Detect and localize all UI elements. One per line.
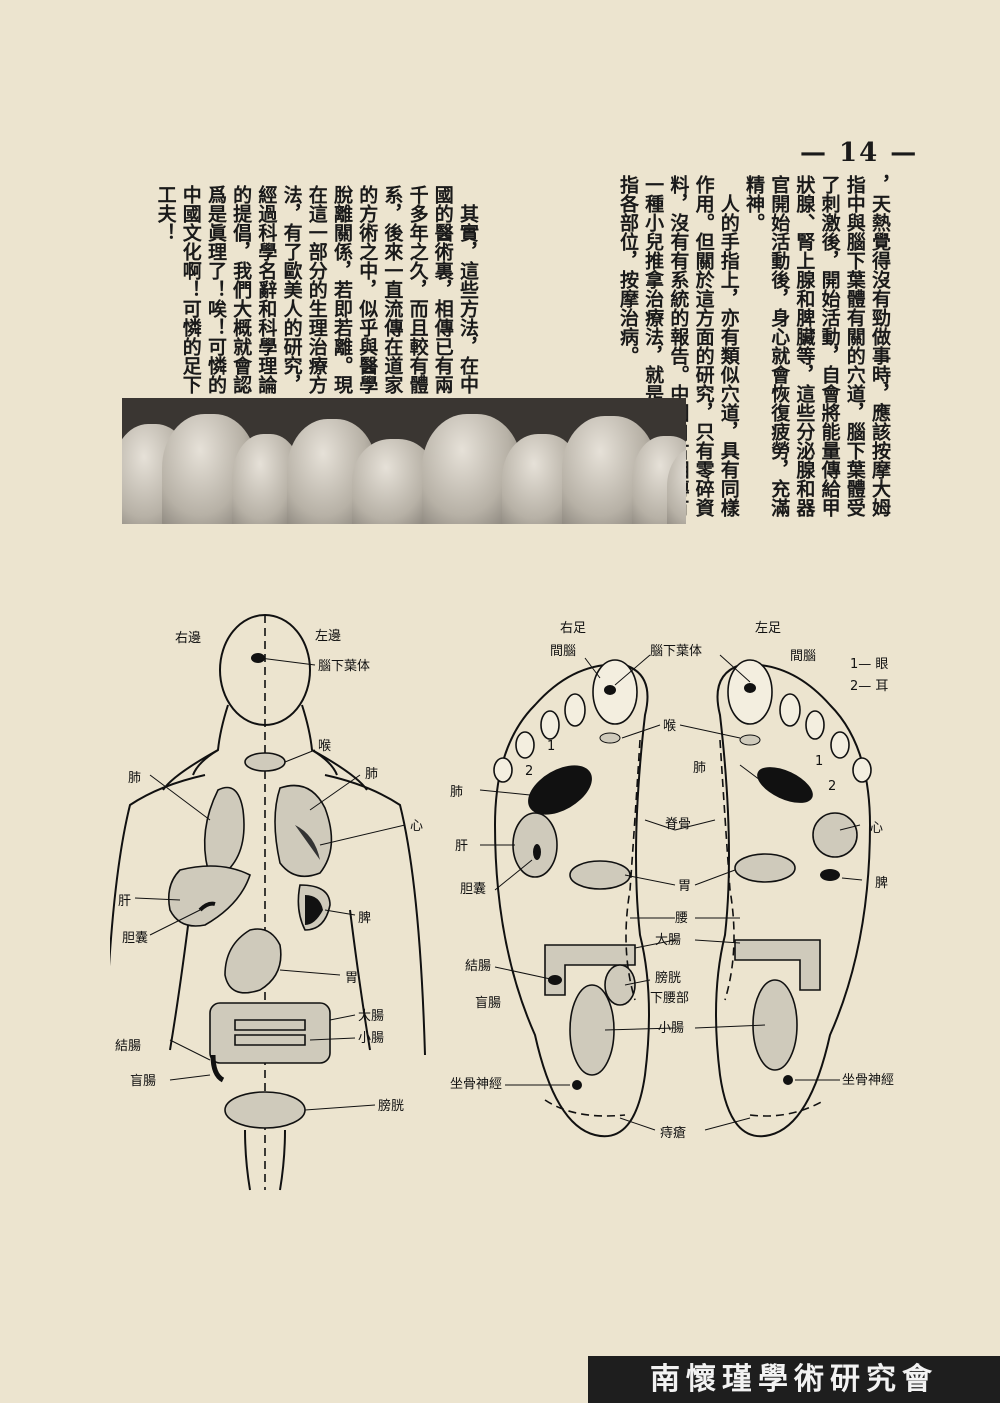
label-liver: 肝 (118, 894, 131, 909)
label-spleen-foot: 脾 (875, 876, 888, 891)
label-cecum-foot: 盲腸 (475, 995, 501, 1011)
photo (122, 398, 686, 524)
label-large-intestine-foot: 大腸 (655, 933, 681, 948)
label-lower-back: 下腰部 (650, 991, 689, 1006)
label-bladder-foot: 膀胱 (655, 970, 681, 986)
label-gallbladder: 胆囊 (122, 930, 148, 946)
label-pituitary: 腦下葉体 (318, 659, 370, 674)
number-eye-right: 1 (547, 739, 555, 754)
label-spine: 脊骨 (665, 817, 691, 832)
label-sciatic-left-foot: 坐骨神經 (842, 1073, 894, 1088)
label-bladder: 膀胱 (378, 1098, 404, 1114)
label-gallbladder-foot: 胆囊 (460, 881, 486, 897)
label-hemorrhoid: 痔瘡 (660, 1125, 686, 1141)
number-eye-left: 1 (815, 754, 823, 769)
label-waist: 腰 (675, 911, 688, 926)
label-throat: 喉 (318, 739, 331, 754)
page-number: — 14 — (800, 138, 919, 168)
label-sciatic-right-foot: 坐骨神經 (450, 1077, 502, 1092)
number-ear-left: 2 (828, 779, 836, 794)
label-lung-left-foot: 肺 (693, 761, 706, 776)
label-lung-left: 肺 (365, 767, 378, 782)
label-pituitary-foot: 腦下葉体 (650, 644, 702, 659)
label-lung-right: 肺 (128, 771, 141, 786)
label-stomach-foot: 胃 (678, 879, 691, 894)
legend-eye: 1— 眼 (850, 657, 888, 672)
number-ear-right: 2 (525, 764, 533, 779)
legend-ear: 2— 耳 (850, 679, 888, 694)
article-text-lower: 其實，這些方法，在中國的醫術裏，相傳已有兩千多年之久，而且較有體系，後來一直流傳… (154, 185, 479, 394)
label-colon-foot: 結腸 (465, 959, 491, 974)
label-heart-foot: 心 (870, 821, 883, 836)
label-brain-left: 間腦 (790, 649, 816, 664)
label-heart: 心 (410, 819, 423, 834)
label-small-intestine-foot: 小腸 (658, 1021, 684, 1036)
label-liver-foot: 肝 (455, 839, 468, 854)
label-left-side: 左邊 (315, 629, 341, 644)
label-colon: 結腸 (115, 1039, 141, 1054)
label-throat-foot: 喉 (663, 719, 676, 734)
label-spleen: 脾 (358, 911, 371, 926)
label-stomach: 胃 (345, 971, 358, 986)
label-left-foot: 左足 (755, 621, 781, 636)
label-large-intestine: 大腸 (358, 1009, 384, 1024)
body-reflex-diagram: 右邊 左邊 腦下葉体 喉 肺 肺 心 肝 胆囊 脾 胃 大腸 小腸 結腸 盲腸 … (110, 614, 426, 1191)
label-cecum: 盲腸 (130, 1073, 156, 1089)
label-right-side: 右邊 (175, 631, 201, 646)
watermark-banner: 南懷瑾學術研究會 (588, 1356, 1000, 1403)
label-right-foot: 右足 (560, 621, 586, 636)
label-brain-right: 間腦 (550, 644, 576, 659)
label-small-intestine: 小腸 (358, 1031, 384, 1046)
foot-reflex-diagram: 右足 左足 間腦 腦下葉体 間腦 喉 肺 肺 脊骨 肝 心 胆囊 胃 脾 腰 大… (450, 621, 894, 1141)
label-lung-right-foot: 肺 (450, 785, 463, 800)
